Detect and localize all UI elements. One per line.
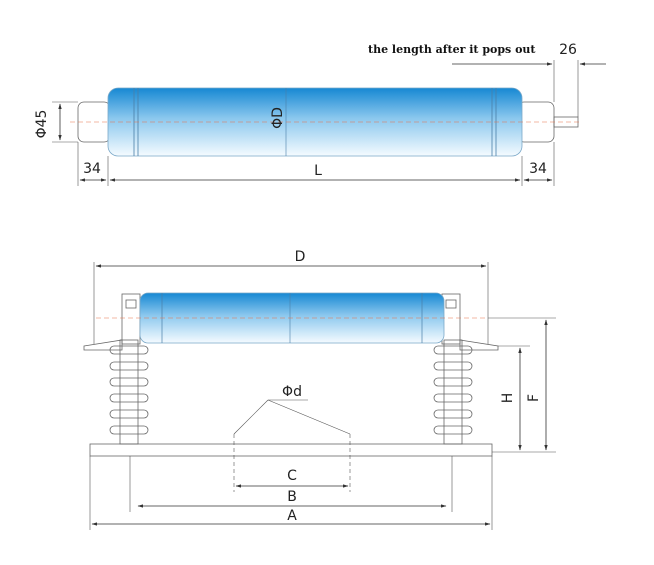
end-right-label: 34	[529, 161, 547, 177]
dim-b-label: B	[287, 489, 297, 505]
diameter-end-label: Φ45	[34, 110, 50, 139]
dim-c-label: C	[287, 468, 297, 484]
hole-diameter-label: Φd	[282, 384, 302, 400]
diameter-body-label: ΦD	[270, 107, 286, 129]
right-insulator	[433, 293, 499, 445]
left-insulator	[83, 293, 149, 445]
end-left-label: 34	[83, 161, 101, 177]
base-plate	[89, 443, 493, 457]
length-label: L	[314, 163, 322, 179]
bottom-view: D Φd C B A H F	[83, 249, 556, 530]
dim-f-label: F	[526, 394, 542, 402]
pop-out-length-label: 26	[559, 42, 577, 58]
dim-h-label: H	[500, 393, 516, 404]
dim-a-label: A	[287, 508, 297, 524]
pop-out-note: the length after it pops out	[368, 43, 536, 56]
overall-width-label: D	[295, 249, 306, 265]
top-view: Φ45 ΦD 34 L 34 the length after it pops …	[34, 42, 606, 186]
